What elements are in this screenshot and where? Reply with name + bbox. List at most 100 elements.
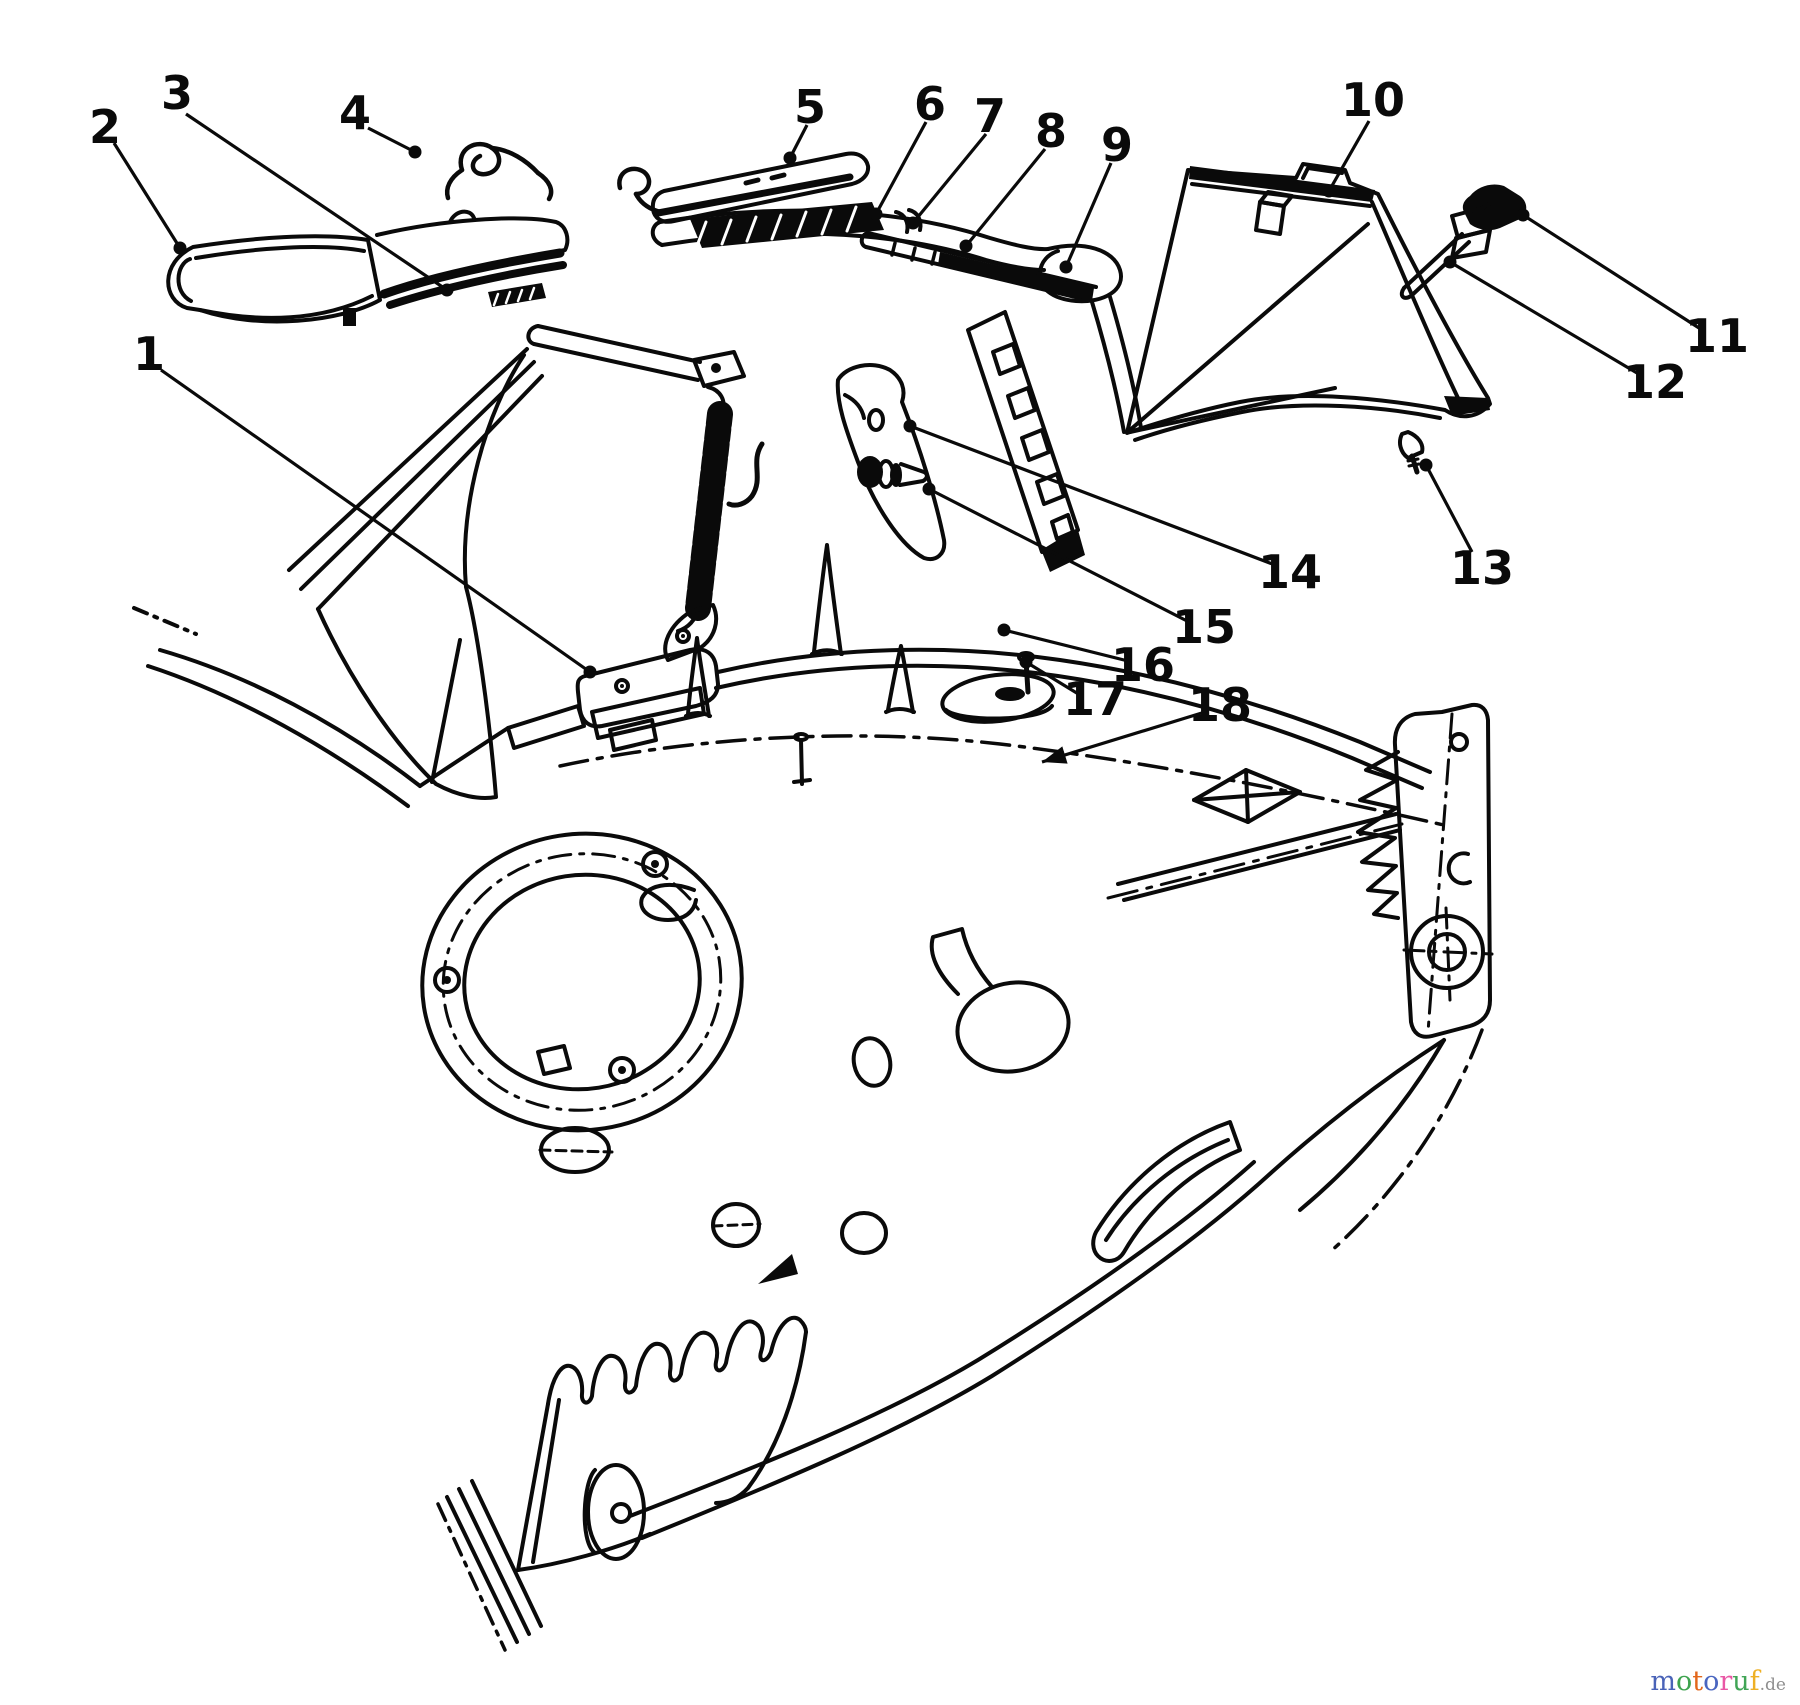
callout-3: 3 [161, 66, 454, 297]
part-handle-tube [650, 202, 1143, 434]
callout-12: 12 [1443, 255, 1687, 409]
deck-housing [132, 543, 1484, 1652]
leader-dot [173, 241, 187, 255]
leader-dot [1322, 184, 1336, 198]
part-number-label: 4 [339, 86, 371, 140]
part-roller-disc [582, 1463, 646, 1561]
watermark-letter: o [1703, 1666, 1720, 1697]
callout-2: 2 [89, 100, 187, 255]
watermark-letter: t [1692, 1666, 1704, 1697]
part-rear-door-panel [1125, 162, 1492, 475]
part-lower-bar [526, 324, 702, 382]
lower-handle-tubes [1106, 812, 1404, 902]
blade-ring [420, 831, 744, 1133]
leader-line [874, 121, 928, 215]
part-screw [1406, 453, 1421, 475]
leader-dot [1419, 458, 1433, 472]
part-number-label: 7 [974, 89, 1006, 143]
part-hook-wire [726, 441, 765, 508]
leader-line [1327, 120, 1371, 192]
watermark-letter: o [1675, 1666, 1693, 1697]
leader-dot [903, 419, 917, 433]
callout-11: 11 [1516, 208, 1749, 363]
callout-4: 4 [339, 86, 422, 159]
leader-dot [869, 207, 883, 221]
leader-line [928, 487, 1190, 624]
leader-line [1064, 162, 1113, 268]
leader-dot [440, 283, 454, 297]
part-number-label: 10 [1341, 73, 1405, 127]
part-number-label: 18 [1188, 678, 1252, 732]
watermark-letter: u [1732, 1666, 1750, 1697]
leader-line [112, 142, 182, 249]
leader-line [1449, 260, 1638, 375]
deck-cutout [851, 927, 1071, 1088]
part-tension-spring [676, 350, 746, 633]
watermark-letter: r [1719, 1666, 1733, 1697]
leader-line [1041, 710, 1206, 764]
leader-line [1424, 464, 1474, 553]
leader-dot [583, 665, 597, 679]
leader-line [909, 424, 1276, 567]
right-side-plate [1106, 702, 1494, 1039]
leader-dot [997, 623, 1011, 637]
leader-line [185, 112, 448, 292]
part-mount-bracket [506, 603, 720, 752]
callout-17: 17 [1019, 655, 1127, 726]
part-number-label: 1 [133, 327, 165, 381]
callout-9: 9 [1059, 118, 1133, 274]
part-mount-pad [940, 651, 1056, 724]
leader-line [367, 126, 416, 154]
part-number-label: 14 [1258, 545, 1322, 599]
part-grip-pad [690, 202, 884, 248]
part-number-label: 16 [1111, 638, 1175, 692]
leader-line [1025, 660, 1081, 697]
callout-10: 10 [1322, 73, 1405, 198]
callout-6: 6 [869, 77, 946, 221]
callout-7: 7 [906, 89, 1006, 230]
part-height-rack [859, 231, 1098, 572]
leader-line [1522, 213, 1700, 330]
leader-dot [959, 239, 973, 253]
watermark-letter: f [1749, 1666, 1760, 1697]
part-bag-panel [287, 347, 544, 800]
leader-dot [1019, 655, 1033, 669]
callout-8: 8 [959, 104, 1067, 253]
part-latch-rod [1399, 232, 1471, 300]
leader-dot [408, 145, 422, 159]
part-number-label: 12 [1623, 355, 1687, 409]
watermark-motoruf: motoruf.de [1650, 1666, 1786, 1697]
part-pivot-plate [835, 363, 947, 561]
part-number-label: 13 [1450, 541, 1514, 595]
part-number-label: 3 [161, 66, 193, 120]
callout-13: 13 [1419, 458, 1514, 595]
leader-arrow [1042, 746, 1068, 764]
callout-5: 5 [783, 80, 826, 165]
part-number-label: 9 [1101, 118, 1133, 172]
part-number-label: 2 [89, 100, 121, 154]
part-handle-cover [166, 234, 382, 326]
part-number-label: 6 [914, 77, 946, 131]
part-number-label: 11 [1685, 309, 1749, 363]
leader-line [911, 132, 988, 225]
part-number-label: 17 [1063, 672, 1127, 726]
part-shoulder-bolt [857, 456, 929, 489]
callout-15: 15 [922, 482, 1236, 654]
leader-dot [1516, 208, 1530, 222]
part-number-label: 8 [1035, 104, 1067, 158]
part-latch-strip [375, 209, 570, 309]
callout-18: 18 [1041, 678, 1252, 764]
callout-16: 16 [997, 623, 1175, 692]
part-spring-clip [444, 141, 664, 215]
left-side-plate [516, 1254, 808, 1572]
part-curved-baffle [1091, 1120, 1242, 1263]
watermark-letter: m [1650, 1666, 1676, 1697]
part-cover-bar [650, 151, 871, 224]
watermark-suffix: .de [1759, 1675, 1786, 1695]
leader-dot [783, 151, 797, 165]
leader-dot [922, 482, 936, 496]
leader-line [1003, 628, 1129, 663]
leader-dot [906, 216, 920, 230]
